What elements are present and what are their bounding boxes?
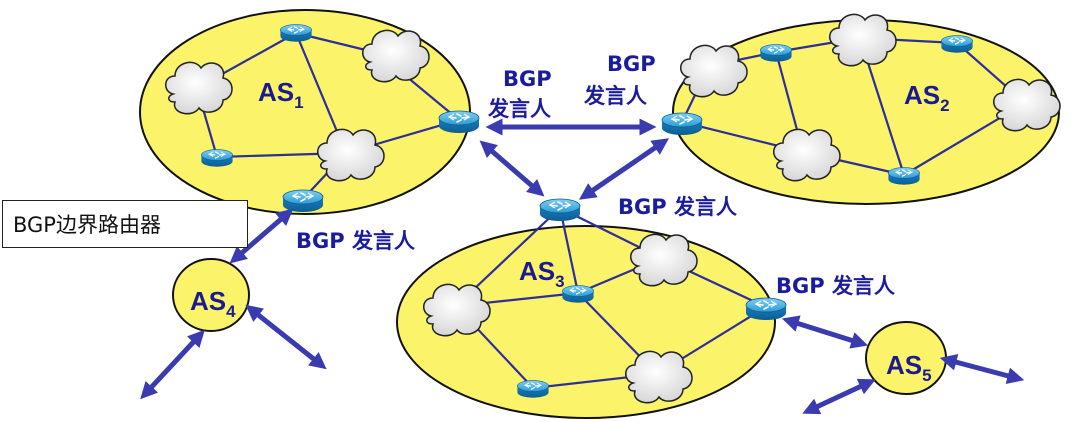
- router-icon: [438, 110, 480, 134]
- border-router-legend: BGP边界路由器: [2, 200, 248, 248]
- as2-speaker-label-line1: BGP: [607, 52, 656, 76]
- as2-label: AS2: [904, 80, 950, 115]
- router-icon: [940, 34, 974, 54]
- network-cloud-icon: [772, 128, 841, 182]
- network-cloud-icon: [422, 283, 491, 337]
- router-icon: [279, 23, 313, 43]
- as3-label: AS3: [519, 256, 565, 291]
- network-cloud-icon: [361, 29, 430, 83]
- as2-speaker-label-line2: 发言人: [583, 84, 647, 108]
- as4-label: AS4: [190, 286, 236, 321]
- as4-boundary: [172, 258, 250, 332]
- router-icon: [887, 166, 921, 186]
- router-icon: [561, 284, 595, 304]
- router-icon: [759, 43, 793, 63]
- as1-border-speaker-label: BGP 发言人: [296, 229, 415, 253]
- as3-top-speaker-label: BGP 发言人: [618, 195, 737, 219]
- as1-speaker-label-line2: 发言人: [487, 97, 551, 121]
- router-icon: [745, 297, 787, 321]
- network-cloud-icon: [624, 350, 693, 404]
- as5-label: AS5: [886, 350, 932, 385]
- network-cloud-icon: [316, 128, 385, 182]
- network-cloud-icon: [679, 44, 748, 98]
- network-cloud-icon: [828, 13, 897, 67]
- as1-label: AS1: [258, 77, 304, 112]
- router-icon: [282, 189, 324, 213]
- as1-speaker-label-line1: BGP: [503, 67, 552, 91]
- router-icon: [661, 112, 703, 136]
- legend-text: BGP边界路由器: [13, 213, 161, 237]
- bgp-sessions: [140, 118, 1025, 415]
- network-cloud-icon: [164, 61, 233, 115]
- as3-right-speaker-label: BGP 发言人: [776, 274, 895, 298]
- router-icon: [539, 198, 581, 222]
- network-cloud-icon: [992, 78, 1061, 132]
- router-icon: [200, 148, 234, 168]
- network-cloud-icon: [629, 233, 698, 287]
- router-icon: [516, 379, 550, 399]
